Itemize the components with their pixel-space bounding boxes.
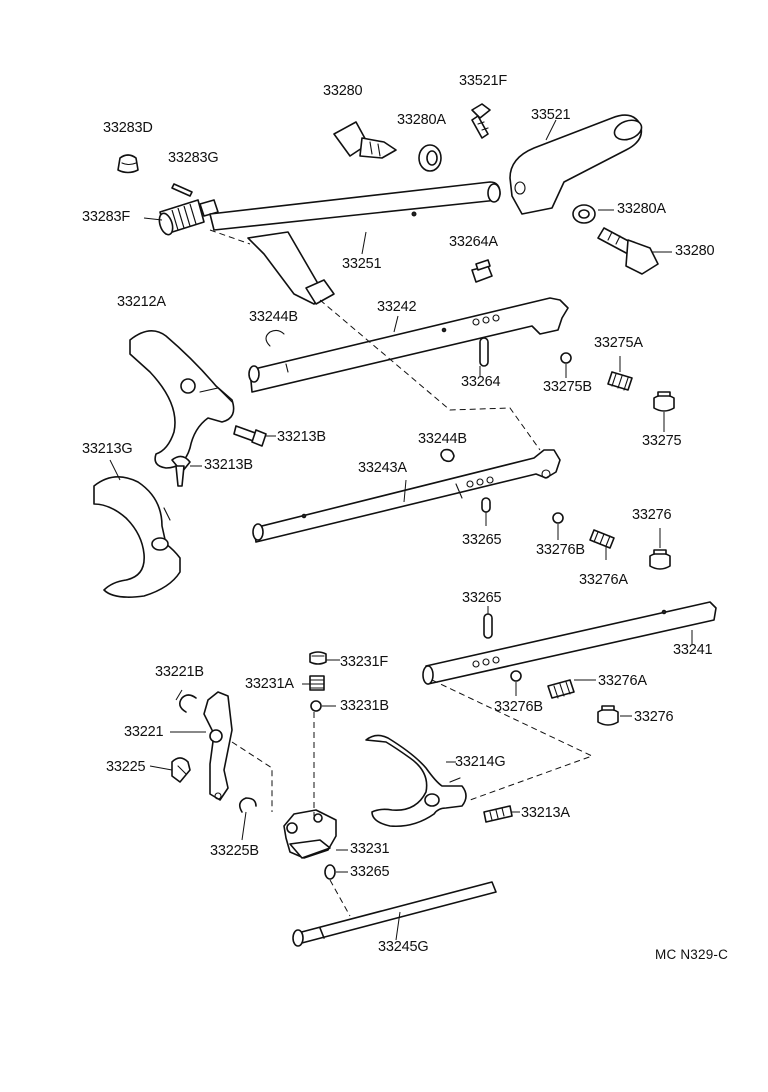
- part-33283F-plug: [158, 199, 219, 236]
- label-33242: 33242: [377, 299, 417, 315]
- part-33276A-spring-mid: [589, 529, 615, 549]
- part-33221-lever: [203, 691, 233, 801]
- label-33251: 33251: [342, 256, 382, 272]
- label-33276A-mid: 33276A: [579, 572, 628, 588]
- part-33225-pin: [171, 757, 191, 783]
- label-33280A-top: 33280A: [397, 112, 446, 128]
- part-33264-pin: [479, 337, 489, 367]
- part-33283D-cap: [117, 154, 139, 174]
- label-33244B-top: 33244B: [249, 309, 298, 325]
- label-33276-low: 33276: [634, 709, 674, 725]
- label-33231B: 33231B: [340, 698, 389, 714]
- part-33276B-ball-low: [510, 670, 522, 682]
- part-33225B-clip: [238, 797, 257, 813]
- part-33280A-washer-top: [418, 144, 442, 172]
- label-33225: 33225: [106, 759, 146, 775]
- part-33280-right: [597, 227, 659, 275]
- part-33243A-shaft: [252, 449, 561, 543]
- part-33265-pin-mid: [481, 497, 491, 513]
- label-33213G: 33213G: [82, 441, 133, 457]
- part-33265-pin-bottom: [324, 864, 336, 880]
- part-33214G-fork: [365, 734, 467, 828]
- part-33521F-bolt: [471, 103, 491, 139]
- label-33283F: 33283F: [82, 209, 130, 225]
- label-33245G: 33245G: [378, 939, 429, 955]
- label-33521: 33521: [531, 107, 571, 123]
- label-33244B-mid: 33244B: [418, 431, 467, 447]
- part-33280A-washer-right: [572, 204, 596, 224]
- label-33276A-low: 33276A: [598, 673, 647, 689]
- label-33265-low: 33265: [462, 590, 502, 606]
- label-33521F: 33521F: [459, 73, 507, 89]
- part-33245G-shaft: [292, 881, 497, 947]
- part-33213B-bolt-a: [233, 425, 267, 447]
- label-33265-mid: 33265: [462, 532, 502, 548]
- label-33283G: 33283G: [168, 150, 219, 166]
- label-33283D: 33283D: [103, 120, 153, 136]
- part-33231A-spring: [309, 675, 325, 691]
- part-33231F-plug: [309, 651, 327, 665]
- label-33241: 33241: [673, 642, 713, 658]
- part-33265-pin-low: [483, 613, 493, 639]
- part-33251-fork-shaft: [209, 181, 501, 305]
- part-33276A-spring-low: [547, 679, 575, 699]
- part-33521-lever: [509, 114, 643, 215]
- label-33280A-right: 33280A: [617, 201, 666, 217]
- part-33276B-ball-mid: [552, 512, 564, 524]
- part-33280-top: [333, 121, 397, 159]
- label-33221: 33221: [124, 724, 164, 740]
- part-33231-selector: [283, 809, 337, 859]
- part-33264A-plug: [471, 259, 493, 283]
- label-33275A: 33275A: [594, 335, 643, 351]
- part-33212A-fork: [129, 330, 235, 469]
- leader-lines: [109, 119, 693, 941]
- label-33213A: 33213A: [521, 805, 570, 821]
- label-33276B-mid: 33276B: [536, 542, 585, 558]
- label-33275: 33275: [642, 433, 682, 449]
- label-33265-bottom: 33265: [350, 864, 390, 880]
- part-33231B-ball: [310, 700, 322, 712]
- label-33276-mid: 33276: [632, 507, 672, 523]
- part-33276-plug-low: [597, 705, 619, 726]
- label-33280-top: 33280: [323, 83, 363, 99]
- label-33213B-a: 33213B: [277, 429, 326, 445]
- label-33231F: 33231F: [340, 654, 388, 670]
- part-33275A-spring: [607, 371, 633, 391]
- part-33276-plug-mid: [649, 549, 671, 570]
- part-33213G-fork: [93, 476, 181, 598]
- label-33243A: 33243A: [358, 460, 407, 476]
- part-33213A-bolt: [483, 805, 513, 823]
- part-33244B-clip-mid: [440, 448, 455, 463]
- label-33214G: 33214G: [455, 754, 506, 770]
- label-33231A: 33231A: [245, 676, 294, 692]
- part-33244B-clip-top: [265, 329, 285, 347]
- label-33264: 33264: [461, 374, 501, 390]
- part-33242-shaft: [248, 297, 569, 393]
- label-33221B: 33221B: [155, 664, 204, 680]
- label-33275B: 33275B: [543, 379, 592, 395]
- label-33213B-b: 33213B: [204, 457, 253, 473]
- part-33275-plug: [653, 391, 675, 412]
- diagram-reference-code: MC N329-C: [655, 947, 729, 962]
- label-33264A: 33264A: [449, 234, 498, 250]
- part-33241-shaft: [422, 601, 717, 685]
- part-33221B-clip: [178, 694, 197, 713]
- assembly-lines: [209, 229, 594, 917]
- label-33276B-low: 33276B: [494, 699, 543, 715]
- part-33275B-ball: [560, 352, 572, 364]
- label-33212A: 33212A: [117, 294, 166, 310]
- label-33231: 33231: [350, 841, 390, 857]
- label-33225B: 33225B: [210, 843, 259, 859]
- label-33280-right: 33280: [675, 243, 715, 259]
- part-33283G-pin: [171, 183, 193, 197]
- part-33213B-bolt-b: [171, 455, 191, 487]
